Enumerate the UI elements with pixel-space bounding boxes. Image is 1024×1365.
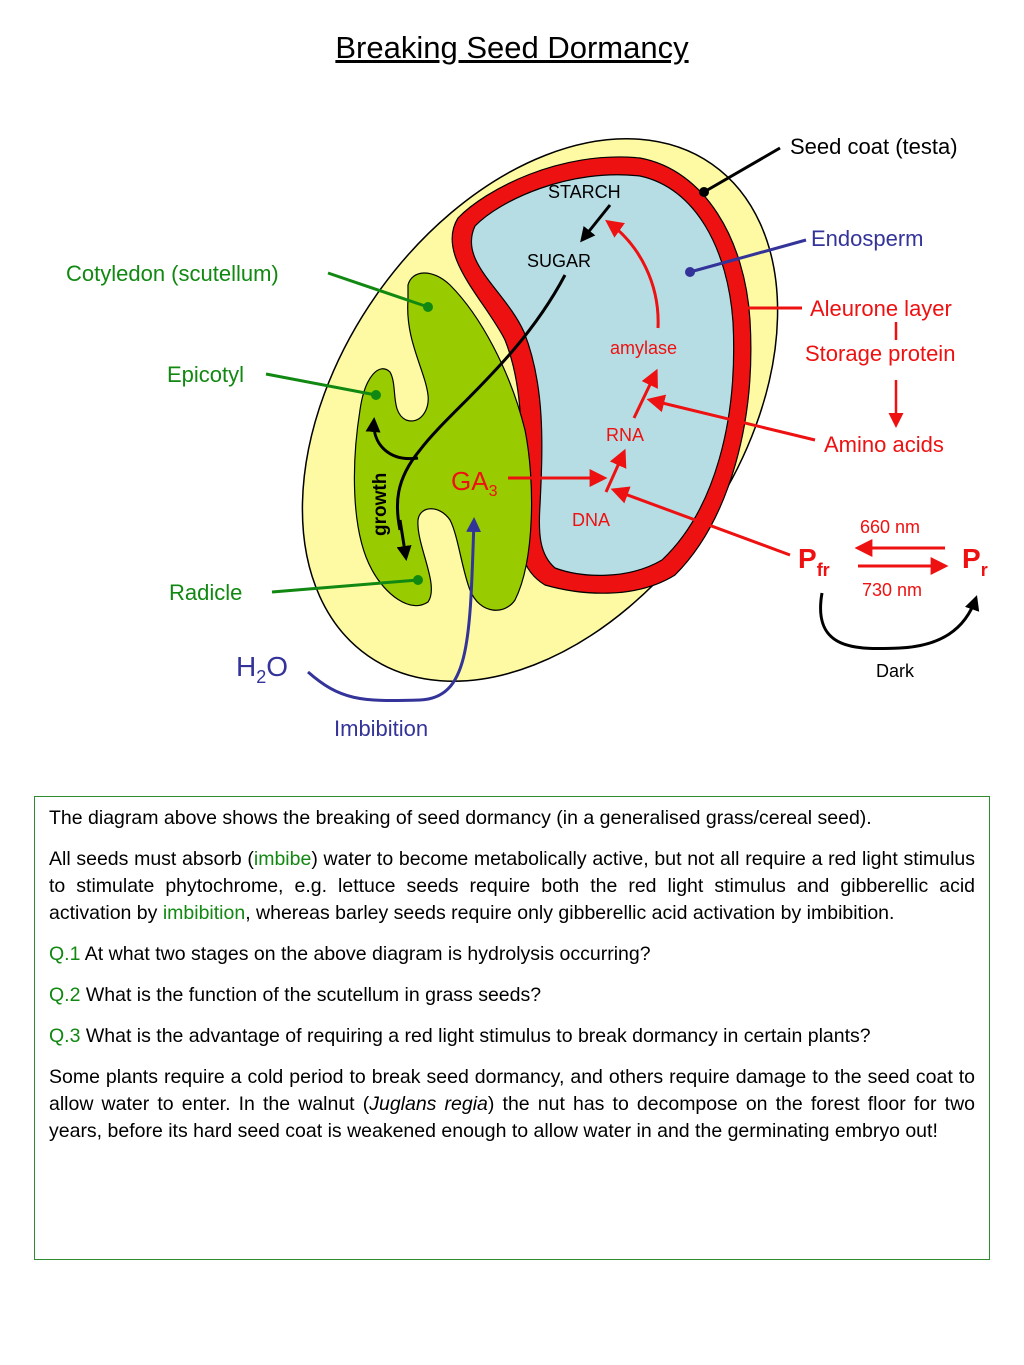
starch-to-sugar-arrow bbox=[580, 204, 612, 243]
walnut-paragraph: Some plants require a cold period to bre… bbox=[49, 1066, 976, 1142]
question-3-number: Q.3 bbox=[49, 1025, 81, 1047]
amylase-label: amylase bbox=[610, 338, 677, 358]
water-label: H2O bbox=[236, 651, 288, 687]
dna-to-rna-arrow bbox=[604, 448, 627, 493]
starch-label: STARCH bbox=[548, 182, 621, 202]
rna-label: RNA bbox=[606, 425, 644, 445]
cotyledon-pointer-line bbox=[327, 271, 429, 309]
epicotyl-pointer-line bbox=[265, 372, 377, 397]
epicotyl-label: Epicotyl bbox=[167, 362, 244, 387]
endosperm-label: Endosperm bbox=[811, 226, 924, 251]
intro-paragraph: The diagram above shows the breaking of … bbox=[49, 807, 872, 829]
question-3: Q.3 What is the advantage of requiring a… bbox=[49, 1025, 871, 1047]
explanation-box: The diagram above shows the breaking of … bbox=[34, 796, 990, 1260]
amino-acids-label: Amino acids bbox=[824, 432, 944, 457]
pr-label: Pr bbox=[962, 543, 988, 580]
radicle-label: Radicle bbox=[169, 580, 242, 605]
species-name: Juglans regia bbox=[369, 1093, 488, 1115]
aleurone-label: Aleurone layer bbox=[810, 296, 952, 321]
radicle-pointer-line bbox=[271, 578, 419, 594]
dark-reversion-arrow bbox=[819, 592, 980, 651]
pfr-to-dna-arrow bbox=[610, 486, 791, 557]
rna-to-amylase-arrow bbox=[632, 368, 658, 419]
nm730-label: 730 nm bbox=[862, 580, 922, 600]
growth-label: growth bbox=[370, 473, 391, 536]
imbibition-highlight: imbibition bbox=[162, 902, 246, 924]
sugar-transport-line bbox=[395, 274, 567, 531]
cotyledon-pointer-dot bbox=[423, 302, 433, 312]
amylase-to-starch-arrow bbox=[605, 219, 660, 329]
imbibition-arrow bbox=[307, 517, 482, 703]
question-2-number: Q.2 bbox=[49, 984, 81, 1006]
epicotyl-pointer-dot bbox=[371, 390, 381, 400]
endosperm-shape bbox=[470, 174, 735, 576]
imbibition-paragraph: All seeds must absorb (imbibe) water to … bbox=[49, 848, 975, 924]
seed-coat-pointer-dot bbox=[699, 187, 709, 197]
cotyledon-label: Cotyledon (scutellum) bbox=[66, 261, 279, 286]
dark-label: Dark bbox=[876, 661, 915, 681]
pfr-label: Pfr bbox=[798, 543, 830, 580]
seed-coat-label: Seed coat (testa) bbox=[790, 134, 958, 159]
seed-dormancy-diagram: Seed coat (testa) Endosperm Aleurone lay… bbox=[66, 134, 988, 741]
amino-acids-to-rna-arrow bbox=[646, 394, 816, 442]
ga3-label: GA3 bbox=[451, 466, 498, 500]
storage-protein-label: Storage protein bbox=[805, 341, 955, 366]
question-1-number: Q.1 bbox=[49, 943, 81, 965]
page-title: Breaking Seed Dormancy bbox=[335, 30, 689, 65]
growth-up-arrow bbox=[365, 417, 419, 461]
endosperm-pointer-dot bbox=[685, 267, 695, 277]
nm660-label: 660 nm bbox=[860, 517, 920, 537]
sugar-label: SUGAR bbox=[527, 251, 591, 271]
seed-coat-pointer-line bbox=[703, 146, 781, 194]
imbibe-highlight: imbibe bbox=[253, 848, 312, 870]
endosperm-pointer-line bbox=[689, 238, 807, 274]
growth-down-arrow bbox=[396, 519, 412, 561]
question-1: Q.1 At what two stages on the above diag… bbox=[49, 943, 651, 965]
radicle-pointer-dot bbox=[413, 575, 423, 585]
dna-label: DNA bbox=[572, 510, 610, 530]
imbibition-label: Imbibition bbox=[334, 716, 428, 741]
question-2: Q.2 What is the function of the scutellu… bbox=[49, 984, 542, 1006]
